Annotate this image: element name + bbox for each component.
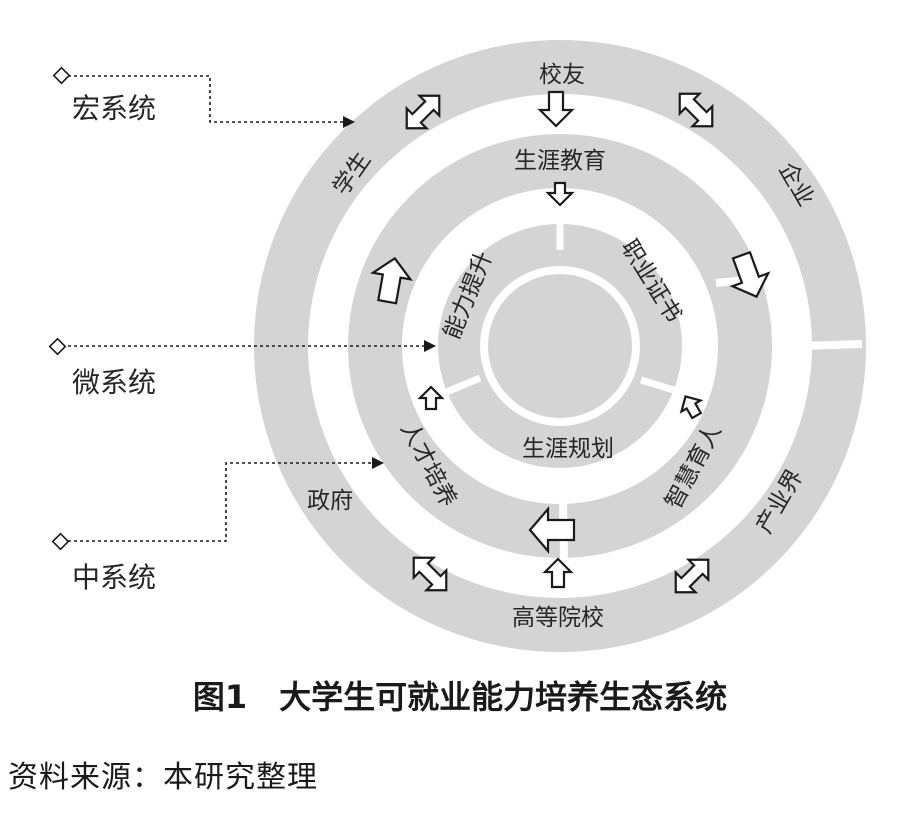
- ecosystem-diagram: 宏系统 微系统 中系统 校友 学生 企业 政府 产业界 高等院校 生涯教育 人才…: [48, 40, 866, 652]
- outer-ring-divider-right: [799, 340, 863, 350]
- macro-system-connector: [52, 66, 355, 128]
- alumni-label: 校友: [539, 62, 585, 88]
- arrow-layer: [370, 90, 771, 594]
- double-arrow-universities-industry: [674, 558, 710, 594]
- arrow-career-education-down: [545, 181, 575, 207]
- meso-system-connector: [51, 457, 384, 551]
- universities-label: 高等院校: [512, 605, 604, 631]
- inner-ring-divider-right: [639, 376, 692, 399]
- micro-system-connector: [48, 337, 436, 356]
- career-education-label: 生涯教育: [514, 148, 606, 174]
- micro-system-label: 微系统: [72, 366, 156, 399]
- career-planning-label: 生涯规划: [522, 436, 614, 462]
- source-note: 资料来源：本研究整理: [8, 760, 318, 795]
- arrow-micro-up-left: [417, 385, 445, 411]
- macro-system-label: 宏系统: [72, 92, 156, 125]
- arrow-smart-up: [679, 395, 704, 420]
- double-arrow-students-alumni: [405, 94, 441, 130]
- arrow-enterprise-down: [729, 250, 771, 299]
- double-arrow-government-universities: [412, 556, 448, 592]
- arrow-universities-left: [528, 506, 576, 554]
- arrow-universities-up: [542, 557, 574, 589]
- core-circle: [488, 274, 632, 418]
- arrow-alumni-down: [537, 90, 575, 128]
- figure-caption: 图1 大学生可就业能力培养生态系统: [192, 678, 728, 716]
- government-label: 政府: [307, 488, 353, 514]
- arrow-talent-up: [370, 256, 413, 305]
- meso-system-label: 中系统: [72, 561, 156, 594]
- double-arrow-alumni-enterprise: [678, 92, 714, 128]
